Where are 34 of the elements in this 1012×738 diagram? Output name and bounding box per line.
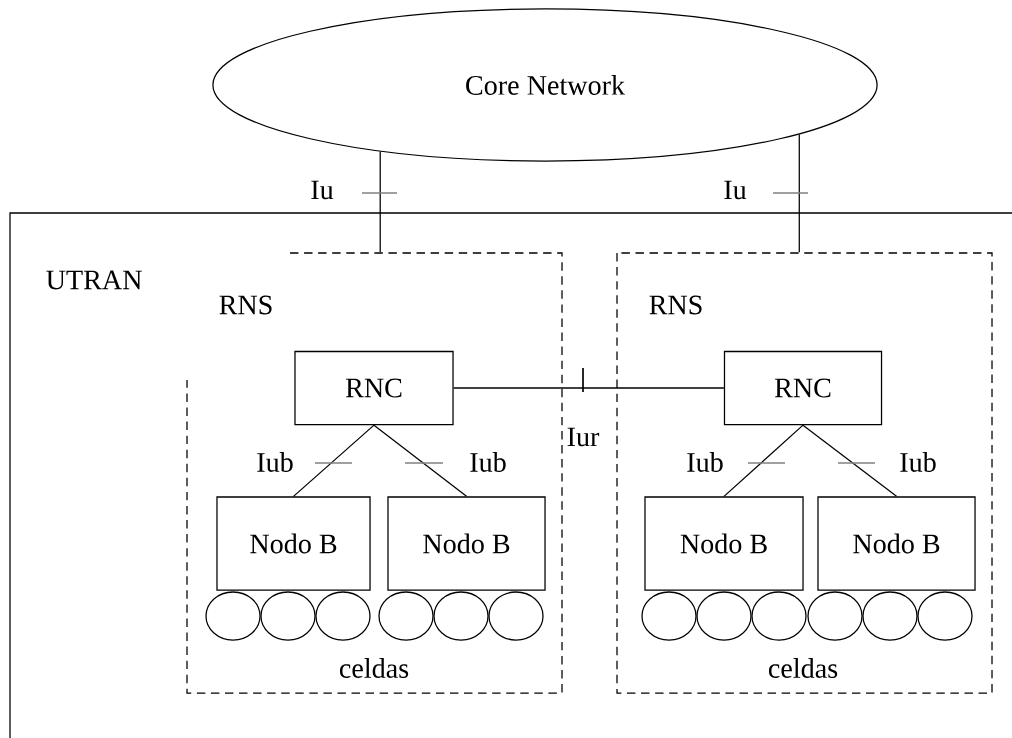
cell-ellipse xyxy=(917,591,973,641)
cell-ellipse xyxy=(696,591,752,641)
group-label: celdas xyxy=(339,658,409,678)
node-box: Nodo B xyxy=(387,496,546,591)
connector-line xyxy=(379,150,381,253)
node-box: RNC xyxy=(294,350,454,426)
cell-ellipse xyxy=(433,591,489,641)
connector-line xyxy=(373,424,468,497)
edge-label: Iu xyxy=(308,179,336,201)
cell-ellipse xyxy=(315,591,371,641)
edge-label: Iub xyxy=(684,450,726,474)
cell-ellipse xyxy=(488,591,544,641)
node-box: RNC xyxy=(723,350,883,426)
cell-ellipse xyxy=(205,591,261,641)
cell-ellipse xyxy=(751,591,807,641)
node-box: Nodo B xyxy=(644,496,804,591)
node-box: Nodo B xyxy=(817,496,976,591)
edge-label: Iur xyxy=(565,426,601,448)
edge-label: Iu xyxy=(721,179,749,201)
cell-ellipse xyxy=(862,591,918,641)
connector-line xyxy=(453,387,725,389)
connector-line xyxy=(798,133,800,253)
cell-ellipse xyxy=(260,591,316,641)
node-box: Nodo B xyxy=(216,496,371,591)
connector-line xyxy=(802,424,898,497)
group-label: celdas xyxy=(768,658,838,678)
edge-label: Iub xyxy=(467,450,509,474)
cell-ellipse xyxy=(641,591,697,641)
connector-line xyxy=(292,424,375,497)
edge-label: Iub xyxy=(897,450,939,474)
connector-line xyxy=(723,424,804,497)
edge-label: Iub xyxy=(254,450,296,474)
cell-ellipse xyxy=(378,591,434,641)
cell-ellipse xyxy=(807,591,863,641)
